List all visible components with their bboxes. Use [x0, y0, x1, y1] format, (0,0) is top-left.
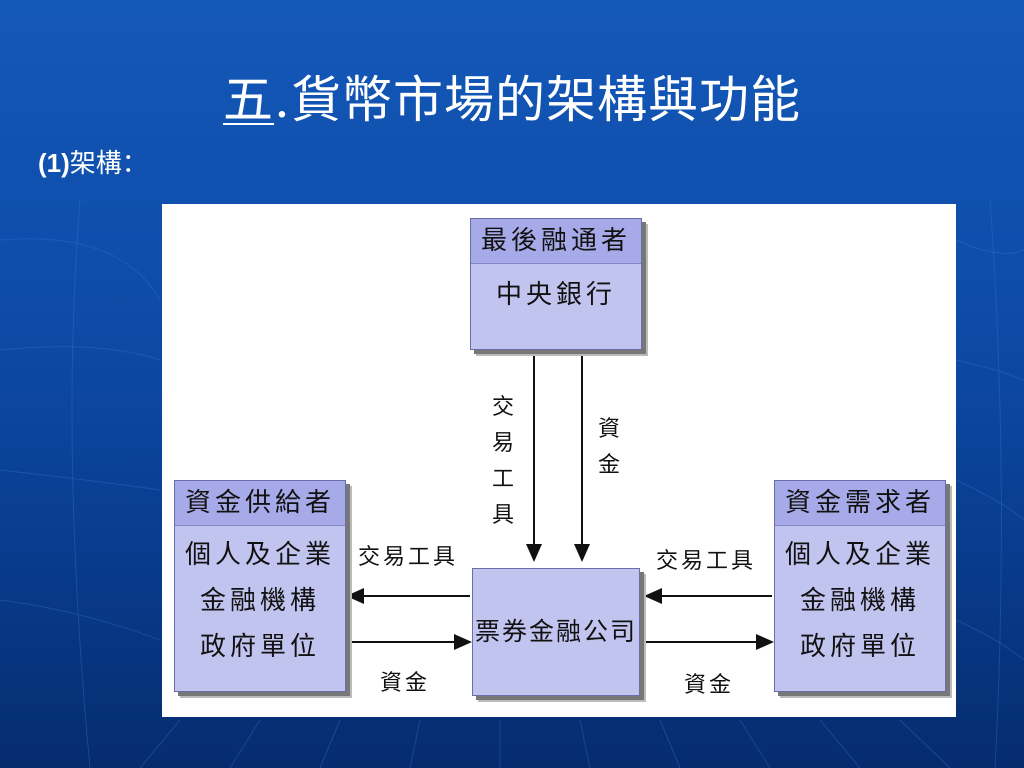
fund-supplier-header: 資金供給者 [175, 481, 345, 526]
title-dot: . [274, 71, 291, 129]
right-instruments-label: 交易工具 [656, 549, 757, 574]
vertical-funds-label: 資 金 [594, 412, 624, 484]
fund-demander-header: 資金需求者 [775, 481, 945, 526]
diagram-arrows [346, 340, 774, 650]
vertical-funds-char-1: 資 [597, 417, 620, 442]
fund-supplier-box: 資金供給者 個人及企業 金融機構 政府單位 [174, 480, 346, 692]
vertical-instruments-char-4: 具 [491, 503, 514, 528]
bills-finance-company-label: 票券金融公司 [474, 617, 637, 646]
vertical-instruments-label: 交 易 工 具 [488, 390, 518, 534]
central-bank-box: 最後融通者 中央銀行 [470, 218, 642, 350]
fund-supplier-line-3: 政府單位 [199, 632, 320, 662]
vertical-instruments-char-2: 易 [491, 431, 514, 456]
title-text: 貨幣市場的架構與功能 [290, 71, 801, 129]
right-funds-label: 資金 [684, 673, 735, 698]
bills-finance-company-box: 票券金融公司 [472, 568, 640, 696]
section-number: (1) [38, 148, 70, 178]
fund-supplier-line-1: 個人及企業 [184, 540, 335, 570]
left-funds-label: 資金 [380, 671, 431, 696]
fund-demander-box: 資金需求者 個人及企業 金融機構 政府單位 [774, 480, 946, 692]
title-number: 五 [223, 71, 275, 129]
fund-supplier-line-2: 金融機構 [199, 586, 320, 616]
slide-title: 五.貨幣市場的架構與功能 [0, 68, 1024, 132]
left-instruments-label: 交易工具 [358, 545, 459, 570]
central-bank-header: 最後融通者 [471, 219, 641, 264]
vertical-instruments-char-1: 交 [491, 395, 514, 420]
section-heading: (1)架構： [38, 146, 148, 181]
central-bank-name: 中央銀行 [495, 280, 616, 310]
vertical-funds-char-2: 金 [597, 453, 620, 478]
diagram-panel: 最後融通者 中央銀行 資金供給者 個人及企業 金融機構 政府單位 資金需求者 個… [162, 204, 956, 717]
fund-demander-line-3: 政府單位 [799, 632, 920, 662]
fund-demander-line-1: 個人及企業 [784, 540, 935, 570]
section-label: 架構： [69, 149, 148, 179]
fund-demander-line-2: 金融機構 [799, 586, 920, 616]
vertical-instruments-char-3: 工 [491, 467, 514, 492]
